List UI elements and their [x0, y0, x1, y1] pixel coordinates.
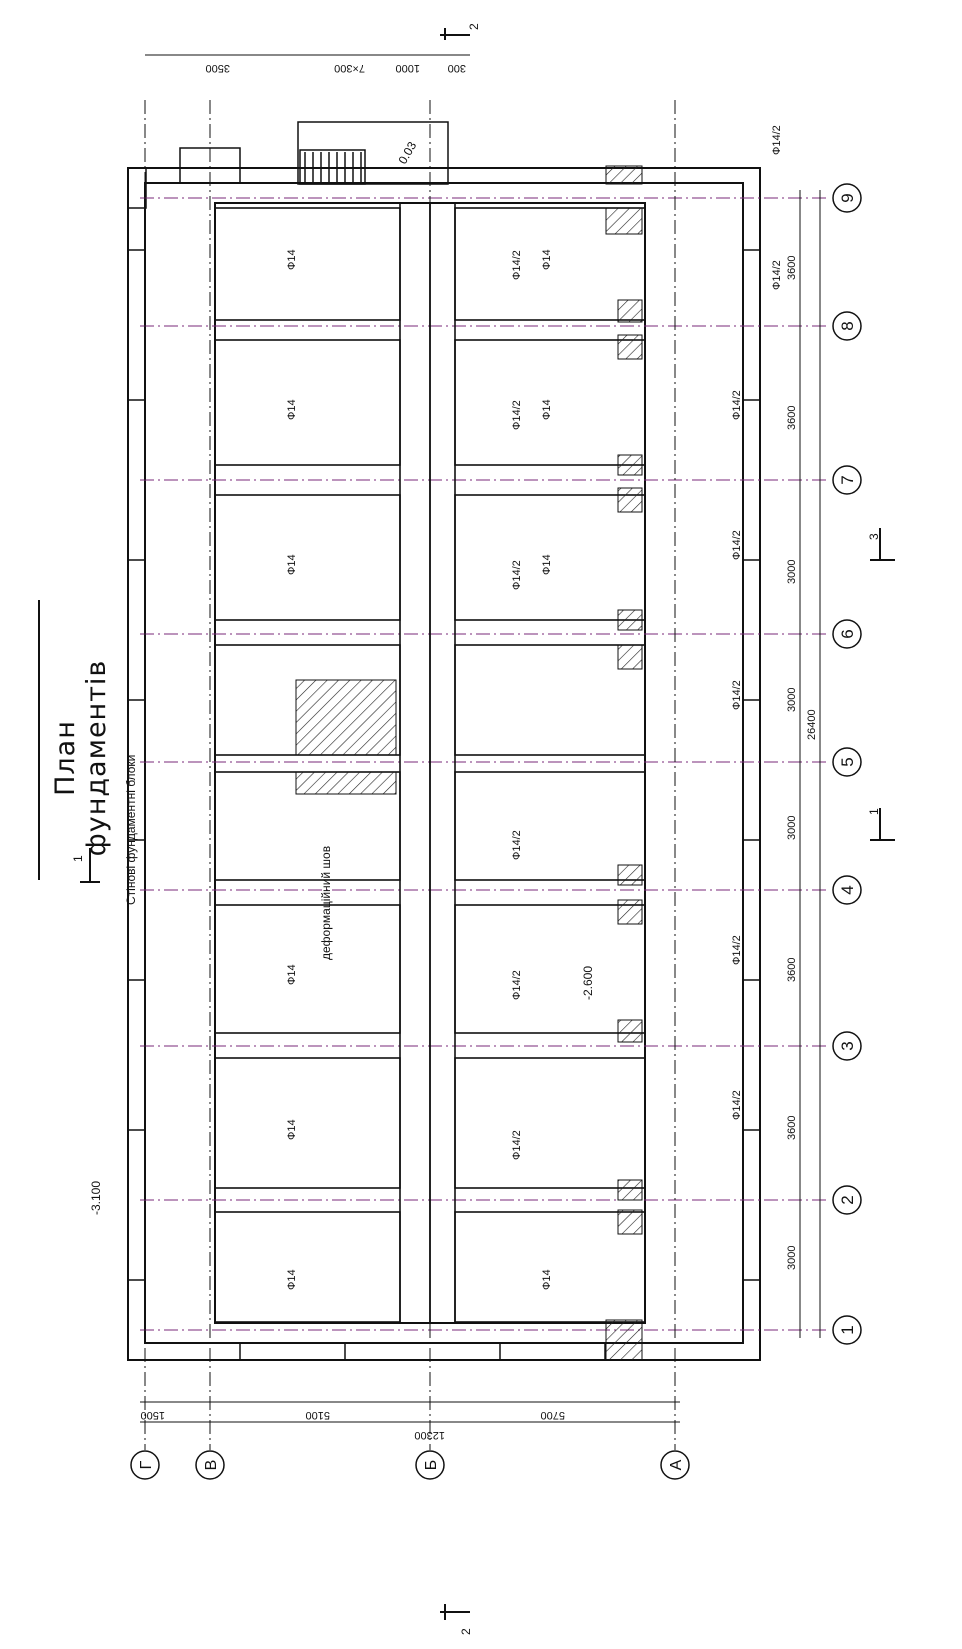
section-marks [80, 28, 895, 1620]
rebar-label: Ф14 [541, 554, 553, 575]
slope-note: 0.03 [395, 139, 419, 167]
axis-label-4: 4 [838, 885, 857, 894]
right-dimension-chain [799, 190, 821, 1338]
section-2-top: 2 [467, 23, 481, 30]
letter-axis-lines [144, 100, 676, 1450]
dim-top-1: 3500 [206, 62, 230, 74]
axis-label-V: В [203, 1460, 220, 1471]
rebar-label-half: Ф14/2 [511, 830, 523, 860]
joint-note: деформаційний шов [319, 846, 333, 960]
axis-label-1: 1 [838, 1325, 857, 1334]
rebar-label-half: Ф14/2 [731, 530, 743, 560]
rebar-label-half: Ф14/2 [511, 250, 523, 280]
block-joints [128, 249, 760, 1360]
section-1-right: 1 [867, 808, 881, 815]
axis-label-8: 8 [838, 321, 857, 330]
axis-label-2: 2 [838, 1195, 857, 1204]
rebar-label-half: Ф14/2 [511, 560, 523, 590]
axis-label-9: 9 [838, 193, 857, 202]
dim-left-2: 5100 [306, 1409, 330, 1421]
rebar-label-half: Ф14/2 [511, 400, 523, 430]
rebar-label-half: Ф14/2 [771, 125, 783, 155]
axis-label-G: Г [138, 1460, 155, 1469]
rebar-label: Ф14 [541, 249, 553, 270]
rebar-label: Ф14 [286, 964, 298, 985]
numeric-axis-bubbles [832, 183, 862, 1345]
section-2-bottom: 2 [459, 1628, 473, 1635]
rebar-label-half: Ф14/2 [511, 1130, 523, 1160]
title-underline [38, 600, 40, 880]
rebar-label: Ф14 [286, 554, 298, 575]
dim-right-5: 3000 [786, 688, 798, 712]
section-3-right: 3 [867, 533, 881, 540]
axis-label-A: А [668, 1459, 685, 1470]
rebar-label: Ф14 [541, 399, 553, 420]
dim-left-1: 1500 [141, 1409, 165, 1421]
foundation-outline [127, 167, 761, 1361]
dim-top-4: 300 [448, 62, 466, 74]
rebar-label-half: Ф14/2 [771, 260, 783, 290]
numeric-axis-lines [140, 197, 830, 1331]
dim-total-length: 26400 [806, 709, 818, 740]
rebar-label: Ф14 [286, 1269, 298, 1290]
rebar-label: Ф14 [286, 249, 298, 270]
rebar-label-half: Ф14/2 [731, 680, 743, 710]
rebar-label-half: Ф14/2 [731, 935, 743, 965]
axis-label-5: 5 [838, 757, 857, 766]
dim-right-3: 3600 [786, 958, 798, 982]
elev-pit: -2.600 [581, 966, 595, 1000]
dim-left-3: 5700 [541, 1409, 565, 1421]
axis-label-3: 3 [838, 1041, 857, 1050]
dim-total-width: 12300 [414, 1429, 445, 1441]
section-1-left: 1 [71, 855, 85, 862]
hatched-pads [295, 165, 643, 1361]
letter-axis-bubbles [130, 1450, 690, 1480]
rebar-label: Ф14 [286, 1119, 298, 1140]
dim-top-3: 1000 [396, 62, 420, 74]
rebar-label-half: Ф14/2 [511, 970, 523, 1000]
dim-top-2: 7×300 [334, 62, 365, 74]
axis-label-B: Б [423, 1460, 440, 1471]
elev-low: -3.100 [89, 1181, 103, 1215]
dim-right-4: 3000 [786, 816, 798, 840]
dim-right-6: 3000 [786, 560, 798, 584]
rebar-label-half: Ф14/2 [731, 390, 743, 420]
blocks-note: Стінові фундаментні блоки [124, 755, 138, 905]
dim-right-8: 3600 [786, 256, 798, 280]
left-dimension-chain [140, 1401, 680, 1423]
dim-right-2: 3600 [786, 1116, 798, 1140]
rebar-label-half: Ф14/2 [731, 1090, 743, 1120]
axis-label-6: 6 [838, 629, 857, 638]
page-title: План фундаментів [50, 659, 112, 857]
rebar-label: Ф14 [286, 399, 298, 420]
rebar-label: Ф14 [541, 1269, 553, 1290]
entrance-stair [127, 121, 449, 209]
dim-right-7: 3600 [786, 406, 798, 430]
interior-walls [214, 202, 646, 1324]
axis-label-7: 7 [838, 475, 857, 484]
dim-right-1: 3000 [786, 1246, 798, 1270]
